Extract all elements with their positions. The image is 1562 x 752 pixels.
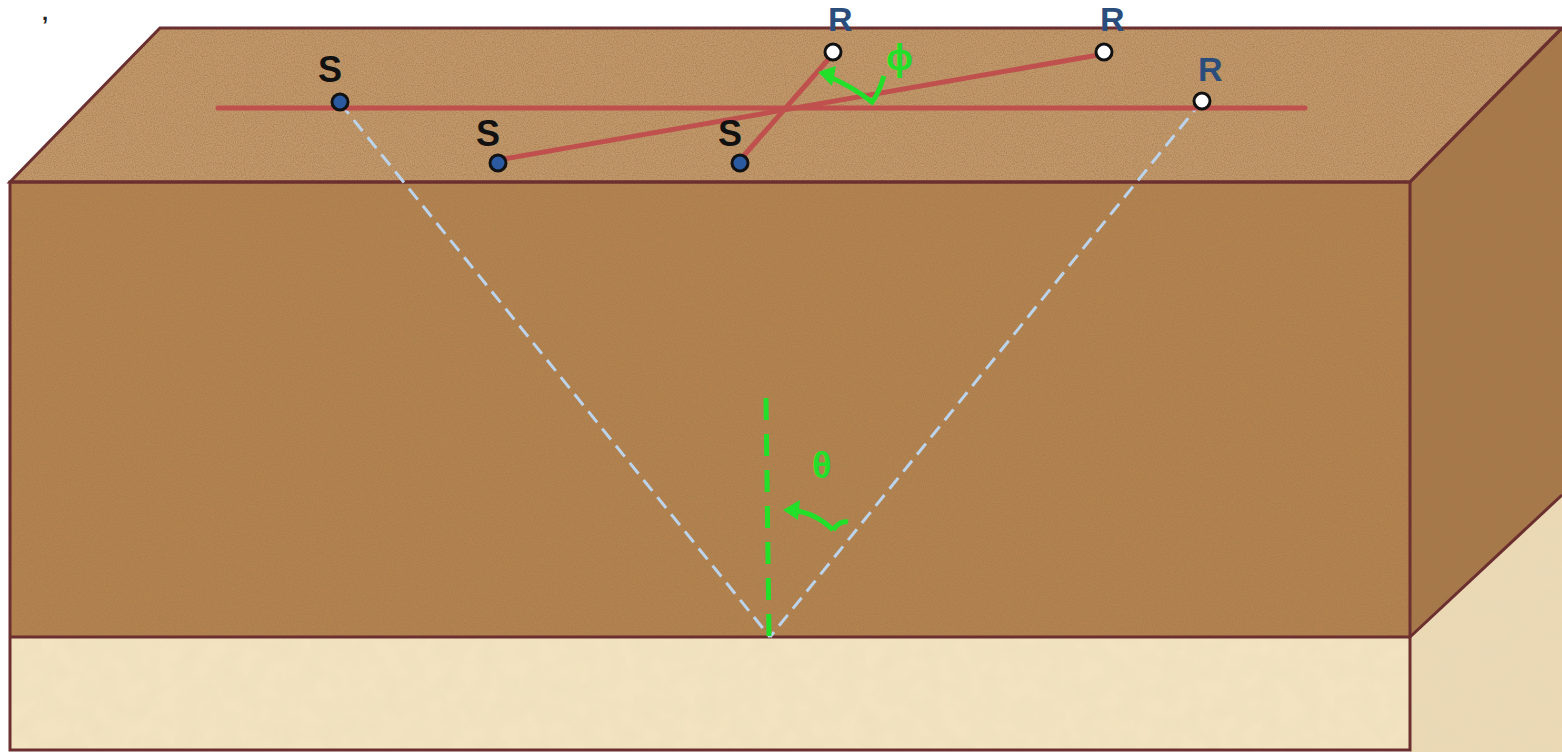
source-point <box>332 94 748 171</box>
source-label: S <box>718 116 742 152</box>
ray-path <box>340 101 1202 637</box>
lower-layer <box>10 637 1410 750</box>
arrow-head <box>783 500 800 520</box>
angle-arc <box>833 522 848 530</box>
block-outline <box>10 28 1562 750</box>
front-face <box>10 182 1410 637</box>
source-label: S <box>318 52 342 88</box>
angle-arc <box>825 75 884 102</box>
source-label: S <box>476 116 500 152</box>
angle-label: θ <box>812 448 831 484</box>
receiver-point <box>825 44 1210 109</box>
receiver-label: R <box>1100 2 1125 36</box>
top-face <box>10 28 1562 182</box>
survey-line <box>218 54 1305 160</box>
arrow-head <box>818 66 836 86</box>
right-face <box>1410 28 1562 752</box>
stray-mark: , <box>42 2 48 24</box>
right-lower-layer <box>1410 495 1562 752</box>
receiver-label: R <box>828 2 853 36</box>
normal-line <box>766 398 769 636</box>
receiver-label: R <box>1198 52 1223 86</box>
angle-label: ϕ <box>886 40 913 76</box>
